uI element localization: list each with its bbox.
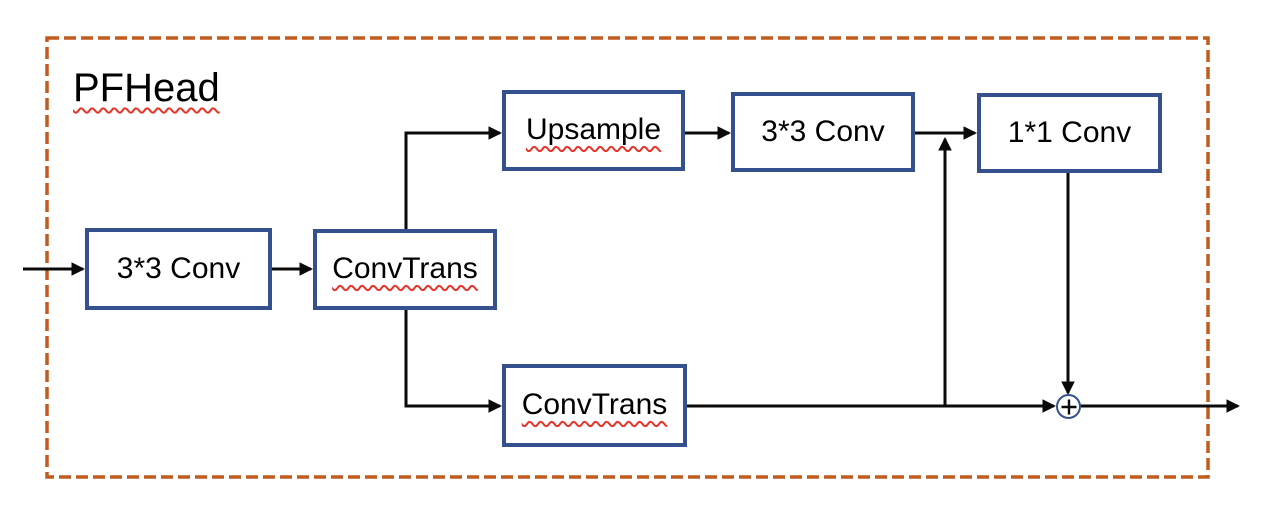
node-label: 3*3 Conv [116,251,241,285]
node-label: 3*3 Conv [761,114,885,148]
node-conv33-top: 3*3 Conv [731,92,915,172]
node-label: Upsample [525,113,662,147]
node-upsample: Upsample [502,90,685,171]
wire-convtrans-to-convtransbottom [404,310,503,413]
node-convtrans-middle: ConvTrans [313,229,497,310]
node-label: ConvTrans [332,252,478,286]
pfhead-dashed-frame [45,36,1210,479]
node-label: 1*1 Conv [1007,115,1132,149]
diagram-title: PFHead [73,66,220,110]
node-label: ConvTrans [521,388,668,422]
plus-icon [1061,399,1076,414]
node-conv33-input: 3*3 Conv [85,228,272,310]
node-convtrans-bottom: ConvTrans [502,364,687,447]
wire-convtrans-to-upsample [404,126,503,229]
node-conv11: 1*1 Conv [977,93,1162,173]
sum-node [1056,394,1081,419]
